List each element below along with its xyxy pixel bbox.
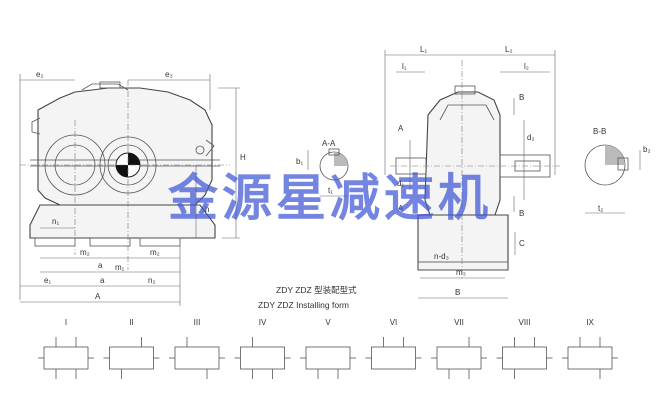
label-b1: b₁	[296, 157, 303, 166]
front-housing	[37, 87, 213, 206]
front-view: e₂ e₃ H h n₁ m₂ m₂ m₁ a e₁ a n₂ A	[19, 70, 246, 306]
label-L1: L₁	[420, 45, 427, 54]
section-bb-title: B-B	[593, 127, 606, 136]
label-A: A	[95, 292, 101, 301]
form-label-1: I	[65, 318, 67, 327]
section-aa-hatch	[334, 152, 348, 166]
front-lug-left	[31, 117, 41, 135]
side-view: L₁ L₂ l₁ l₂ A A d₁ d₂ B B C n-d₃ m₃ B	[384, 45, 560, 299]
side-foot	[417, 261, 509, 271]
front-base	[29, 204, 216, 239]
form-label-3: III	[194, 318, 201, 327]
label-m3: m₃	[456, 268, 466, 277]
label-B-bottom: B	[519, 209, 524, 218]
section-bb-hatch	[605, 145, 625, 165]
form-label-7: VII	[454, 318, 464, 327]
front-lug-right	[205, 139, 215, 157]
form-label-5: V	[325, 318, 331, 327]
label-L2: L₂	[505, 45, 513, 54]
watermark-text: 金源星减速机	[168, 170, 492, 226]
label-l1: l₁	[402, 62, 407, 71]
label-m2-left: m₂	[80, 248, 90, 257]
label-t1: t₁	[328, 186, 333, 195]
label-A-top: A	[398, 124, 404, 133]
label-n2: n₂	[148, 276, 156, 285]
front-lid	[81, 83, 129, 91]
front-breather	[99, 81, 121, 89]
label-d2: d₂	[527, 133, 535, 142]
label-e3: e₃	[165, 70, 173, 79]
label-a1: a	[98, 261, 103, 270]
caption-en: ZDY ZDZ Installing form	[258, 300, 349, 310]
front-foot-left	[34, 237, 76, 247]
front-foot-right	[139, 237, 181, 247]
label-n1: n₁	[52, 217, 59, 226]
label-B-width: B	[455, 288, 460, 297]
form-box-9	[567, 346, 613, 370]
label-n-d3: n-d₃	[434, 252, 449, 261]
form-box-5	[305, 346, 351, 370]
side-cover	[439, 104, 495, 121]
label-e1: e₁	[44, 276, 51, 285]
caption-cn: ZDY ZDZ 型装配型式	[276, 285, 357, 295]
form-box-8	[502, 346, 547, 370]
section-a-a: A-A b₁ t₁	[296, 139, 349, 197]
label-B-top: B	[519, 93, 524, 102]
label-t2: t₂	[598, 204, 603, 213]
form-label-2: II	[129, 318, 133, 327]
form-label-6: VI	[390, 318, 398, 327]
form-box-3	[174, 346, 220, 370]
form-label-8: VIII	[518, 318, 530, 327]
section-aa-keyway	[328, 148, 340, 156]
form-label-9: IX	[586, 318, 594, 327]
label-b2: b₂	[643, 145, 651, 154]
label-l2: l₂	[524, 62, 529, 71]
form-label-4: IV	[259, 318, 267, 327]
section-b-b: B-B b₂ t₂	[584, 127, 651, 214]
form-box-7	[436, 346, 482, 370]
side-housing	[424, 91, 501, 216]
form-box-6	[371, 346, 416, 370]
label-m1: m₁	[115, 263, 125, 272]
label-m2-right: m₂	[150, 248, 160, 257]
label-C: C	[519, 239, 525, 248]
form-box-1	[43, 346, 89, 370]
label-H: H	[240, 153, 246, 162]
front-oil-plug	[195, 145, 205, 155]
front-foot-mid	[89, 237, 131, 247]
label-e2: e₂	[36, 70, 44, 79]
label-h: h	[205, 205, 209, 214]
form-box-4	[240, 346, 285, 370]
section-bb-keyway	[617, 157, 629, 171]
form-box-2	[109, 346, 154, 370]
side-breather	[454, 85, 476, 95]
label-d1: d₁	[397, 179, 404, 188]
section-aa-title: A-A	[322, 139, 336, 148]
label-A-bottom: A	[398, 204, 404, 213]
label-a2: a	[100, 276, 105, 285]
